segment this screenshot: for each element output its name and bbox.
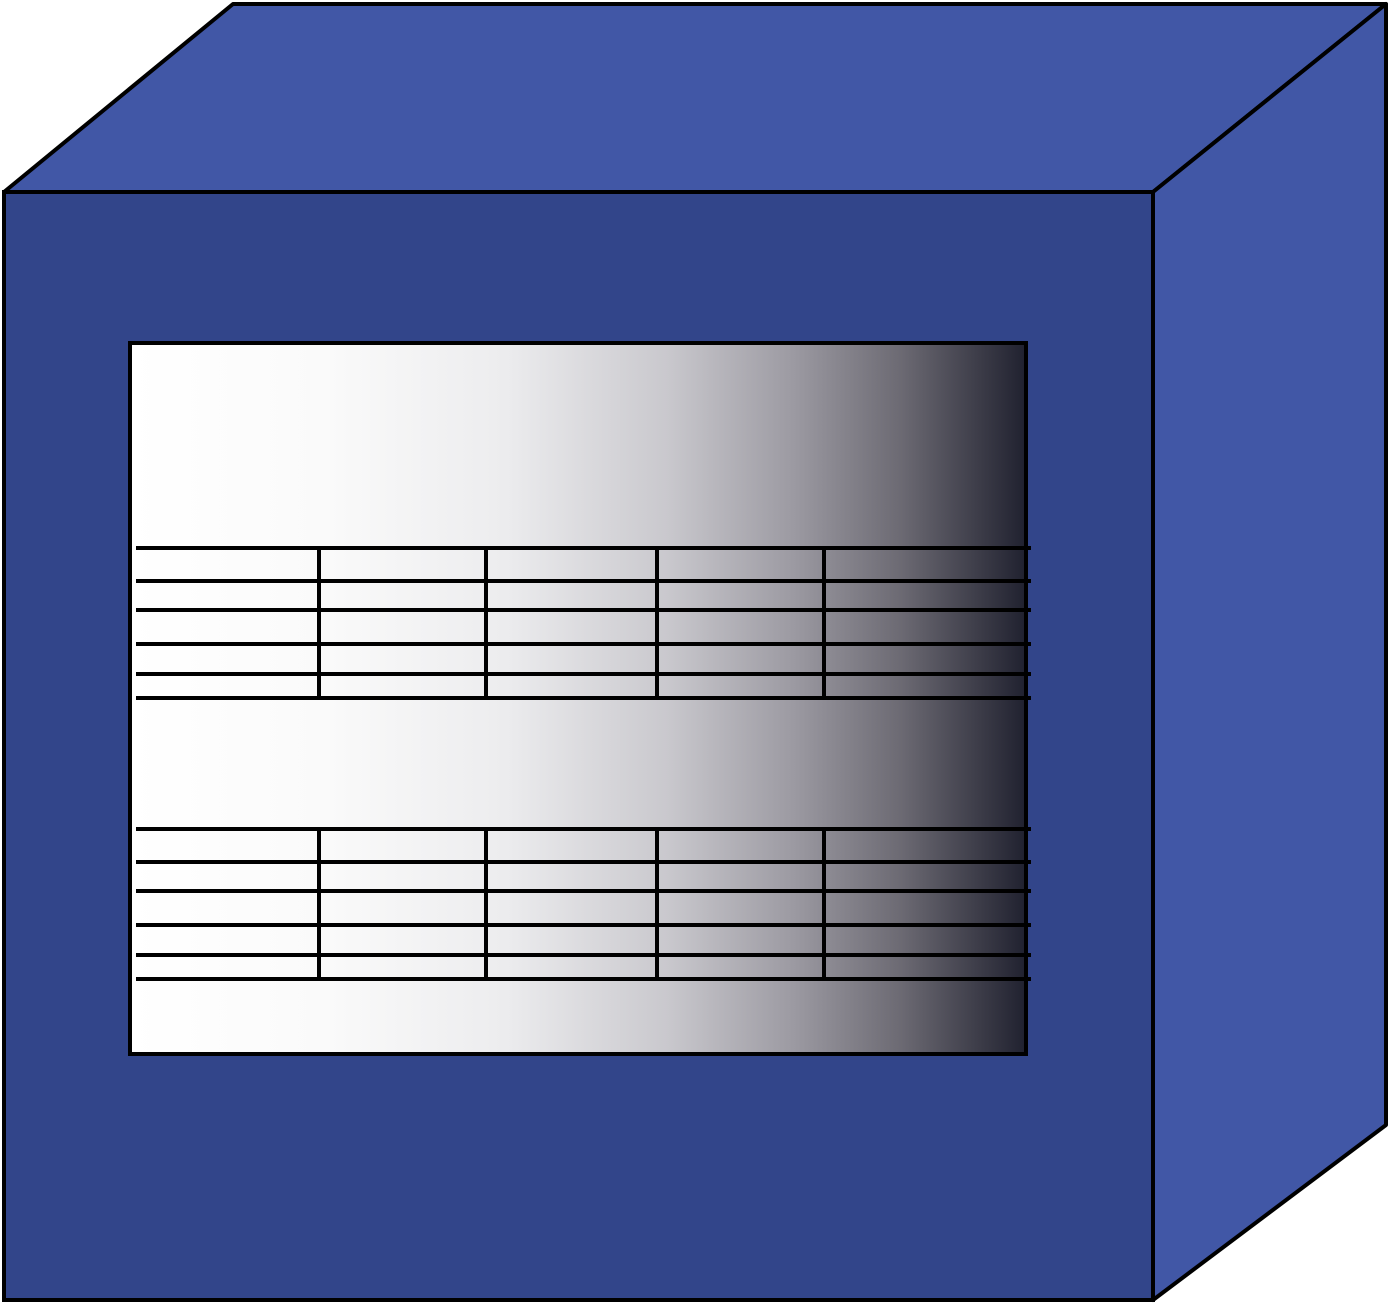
table-grid-bottom: [136, 827, 1031, 981]
cube-top-face: [2, 2, 1388, 194]
table-grid-top: [136, 546, 1031, 700]
cube-side-face: [1151, 2, 1388, 1302]
